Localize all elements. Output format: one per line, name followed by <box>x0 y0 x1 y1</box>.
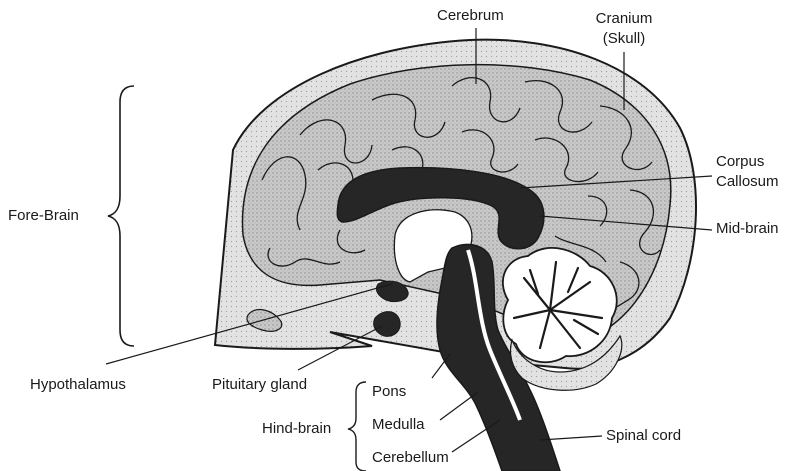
hind-brain-brace <box>348 382 366 471</box>
label-fore-brain: Fore-Brain <box>8 207 79 224</box>
label-pons: Pons <box>372 383 406 400</box>
pituitary-gland-shape <box>374 312 401 337</box>
fore-brain-brace <box>108 86 134 346</box>
label-cranium: Cranium <box>584 10 664 27</box>
label-pituitary-gland: Pituitary gland <box>212 376 307 393</box>
label-callosum: Callosum <box>716 173 779 190</box>
label-spinal-cord: Spinal cord <box>606 427 681 444</box>
label-cerebrum: Cerebrum <box>437 7 504 24</box>
label-mid-brain: Mid-brain <box>716 220 779 237</box>
label-medulla: Medulla <box>372 416 425 433</box>
label-cerebellum: Cerebellum <box>372 449 449 466</box>
label-hind-brain: Hind-brain <box>262 420 331 437</box>
leader-medulla <box>440 392 478 420</box>
label-corpus: Corpus <box>716 153 764 170</box>
label-skull: (Skull) <box>584 30 664 47</box>
label-hypothalamus: Hypothalamus <box>30 376 126 393</box>
